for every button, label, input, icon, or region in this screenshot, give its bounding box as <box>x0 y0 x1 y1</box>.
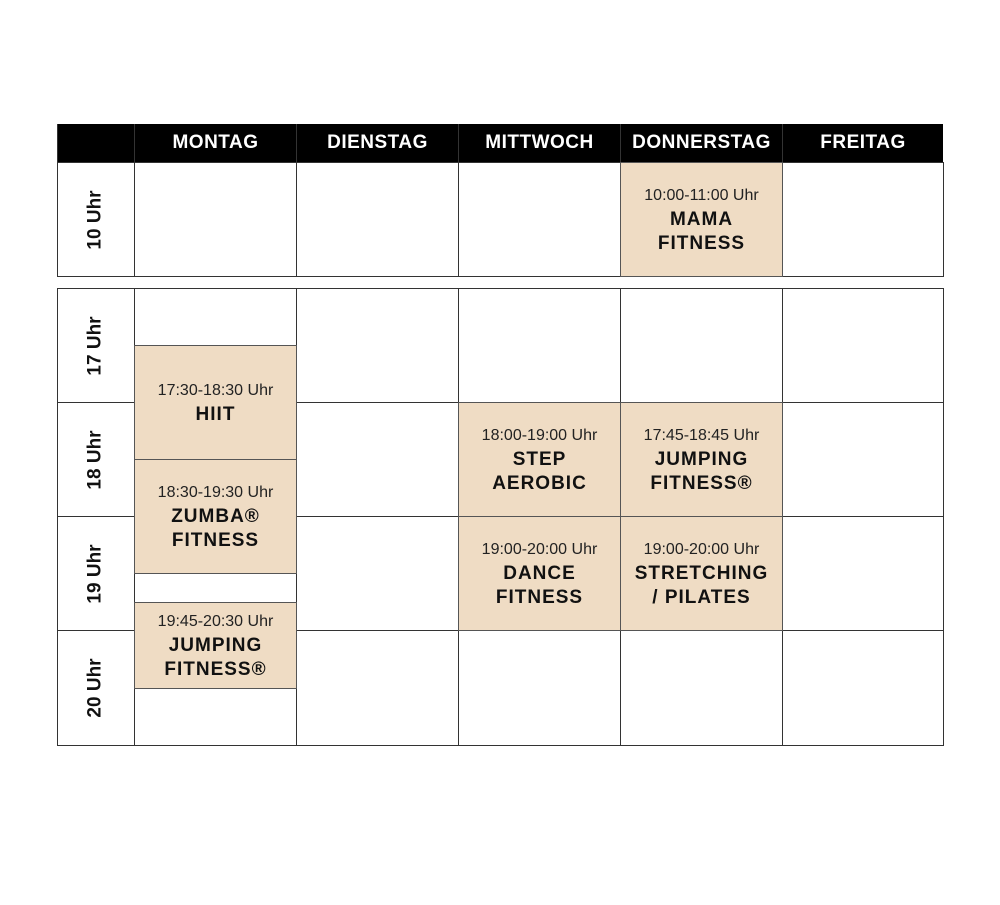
empty-cell <box>620 630 783 746</box>
class-name: FITNESS <box>495 586 584 608</box>
class-name: / PILATES <box>652 586 751 608</box>
class-name: JUMPING <box>654 448 749 470</box>
empty-cell <box>296 516 459 631</box>
class-time: 19:45-20:30 Uhr <box>157 612 274 630</box>
empty-cell <box>782 162 944 277</box>
class-time: 17:30-18:30 Uhr <box>157 381 274 399</box>
day-header: DONNERSTAG <box>620 124 782 162</box>
hour-label-cell: 10 Uhr <box>57 162 135 277</box>
class-name: DANCE <box>503 562 576 584</box>
class-name: STEP <box>512 448 567 470</box>
day-header: MITTWOCH <box>458 124 620 162</box>
class-name: STRETCHING <box>634 562 769 584</box>
hour-label-cell: 18 Uhr <box>57 402 135 517</box>
empty-cell <box>458 288 621 403</box>
hour-label-cell: 17 Uhr <box>57 288 135 403</box>
header-corner <box>57 124 134 162</box>
class-time: 17:45-18:45 Uhr <box>643 426 760 444</box>
hour-label: 18 Uhr <box>84 429 106 490</box>
day-header: MONTAG <box>134 124 296 162</box>
class-name: JUMPING <box>168 634 263 656</box>
class-name: FITNESS® <box>650 472 753 494</box>
class-time: 18:00-19:00 Uhr <box>481 426 598 444</box>
empty-cell <box>782 516 944 631</box>
day-header: DIENSTAG <box>296 124 458 162</box>
class-name: MAMA <box>669 208 734 230</box>
empty-cell <box>134 162 297 277</box>
class-name: FITNESS® <box>164 658 267 680</box>
empty-cell <box>296 162 459 277</box>
class-name: HIIT <box>195 403 236 425</box>
empty-cell <box>458 630 621 746</box>
empty-cell <box>296 288 459 403</box>
empty-cell <box>296 630 459 746</box>
empty-cell <box>458 162 621 277</box>
empty-cell <box>620 288 783 403</box>
hour-label-cell: 19 Uhr <box>57 516 135 631</box>
class-time: 18:30-19:30 Uhr <box>157 483 274 501</box>
empty-cell <box>782 630 944 746</box>
class-name: ZUMBA® <box>171 505 260 527</box>
hour-label-cell: 20 Uhr <box>57 630 135 746</box>
hour-label: 19 Uhr <box>84 543 106 604</box>
class-time: 19:00-20:00 Uhr <box>643 540 760 558</box>
empty-cell <box>296 402 459 517</box>
hour-label: 10 Uhr <box>84 189 106 250</box>
class-name: FITNESS <box>657 232 746 254</box>
hour-label: 17 Uhr <box>84 315 106 376</box>
class-time: 10:00-11:00 Uhr <box>644 186 759 204</box>
class-time: 19:00-20:00 Uhr <box>481 540 598 558</box>
class-name: FITNESS <box>171 529 260 551</box>
day-header: FREITAG <box>782 124 943 162</box>
empty-cell <box>782 288 944 403</box>
hour-label: 20 Uhr <box>84 658 106 718</box>
class-name: AEROBIC <box>492 472 587 494</box>
empty-cell <box>782 402 944 517</box>
